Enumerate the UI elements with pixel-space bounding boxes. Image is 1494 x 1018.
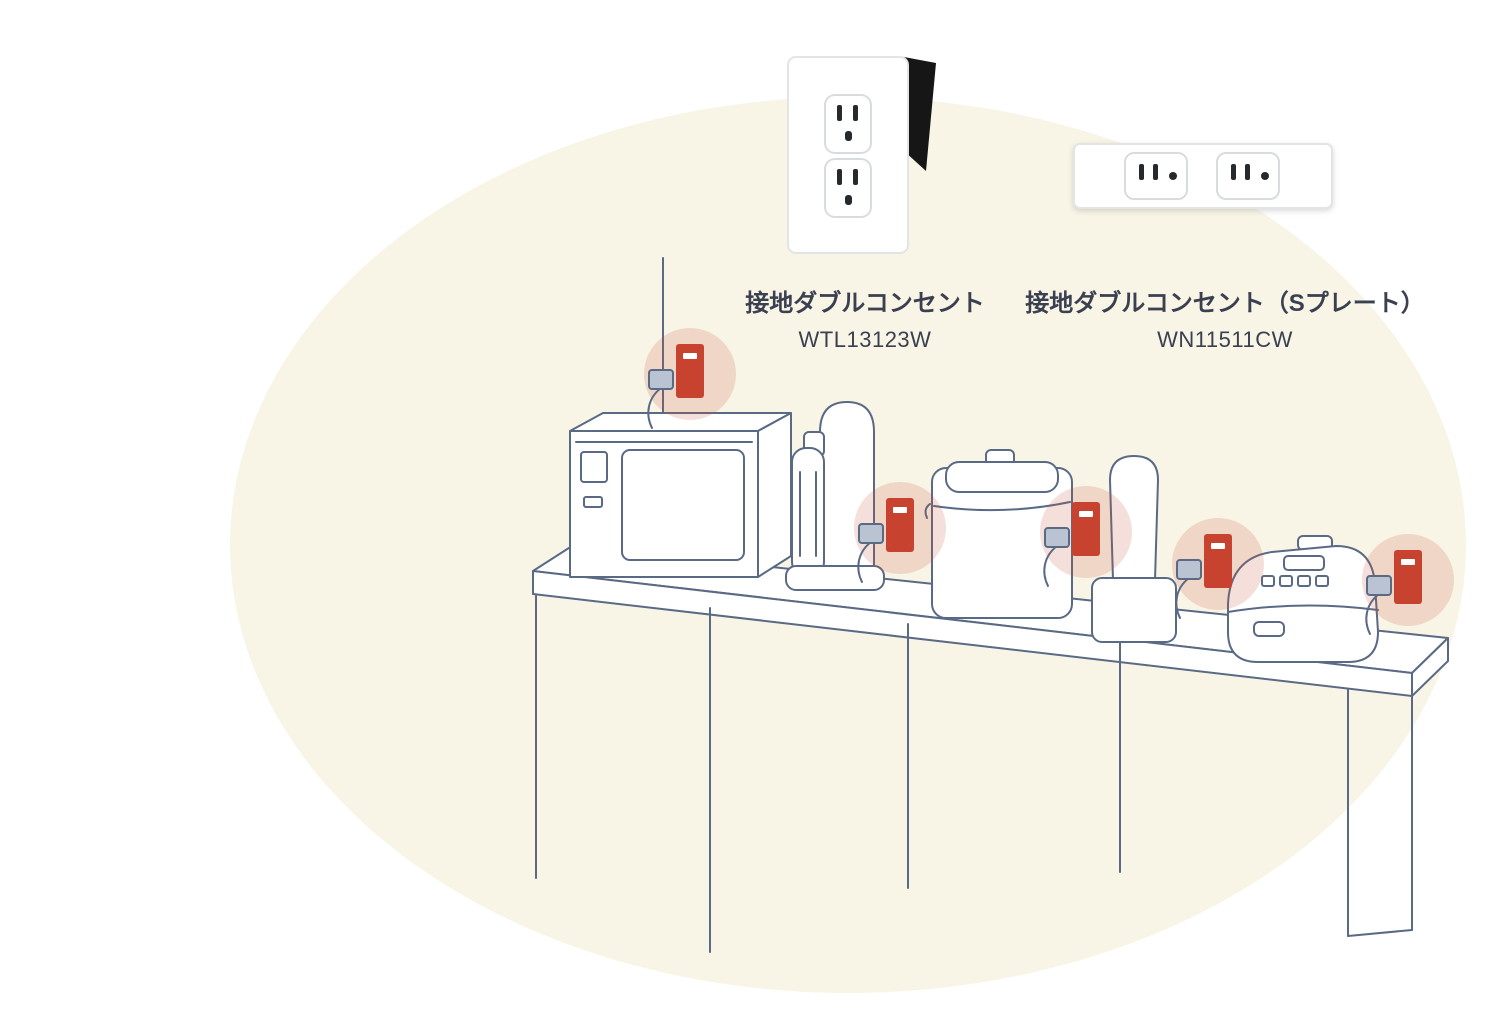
microwave-oven <box>569 412 792 578</box>
product-caption-left: 接地ダブルコンセント WTL13123W <box>640 288 1090 353</box>
soda-bottle <box>791 447 825 577</box>
outlet-photo-wn11511cw <box>1073 143 1333 209</box>
blender-bottle <box>1091 455 1177 643</box>
electric-pot <box>924 449 1073 619</box>
microwave-door-window <box>621 449 745 561</box>
rice-cooker-button <box>1297 575 1311 587</box>
socket-bottom <box>824 158 872 218</box>
pot-lid <box>945 461 1059 493</box>
rice-cooker-button <box>1315 575 1329 587</box>
outlet-plate <box>787 56 909 254</box>
rice-cooker-vent <box>1253 621 1285 637</box>
counter-edge-right <box>1411 637 1449 697</box>
product-name: 接地ダブルコンセント（Sプレート） <box>1025 290 1425 317</box>
outlet-photo-wtl13123w <box>787 56 936 254</box>
product-model: WTL13123W <box>798 327 932 353</box>
socket-right <box>1216 152 1280 200</box>
product-caption-right: 接地ダブルコンセント（Sプレート） WN11511CW <box>1000 288 1450 353</box>
rice-cooker-button <box>1279 575 1293 587</box>
socket-top <box>824 94 872 154</box>
product-model: WN11511CW <box>1157 327 1293 353</box>
microwave-button <box>583 496 603 508</box>
rice-cooker-display <box>1283 555 1325 571</box>
rice-cooker-button <box>1261 575 1275 587</box>
rice-cooker <box>1227 535 1379 663</box>
microwave-display <box>580 451 608 483</box>
socket-left <box>1124 152 1188 200</box>
product-name: 接地ダブルコンセント <box>745 290 985 317</box>
photo-shadow <box>904 57 936 171</box>
